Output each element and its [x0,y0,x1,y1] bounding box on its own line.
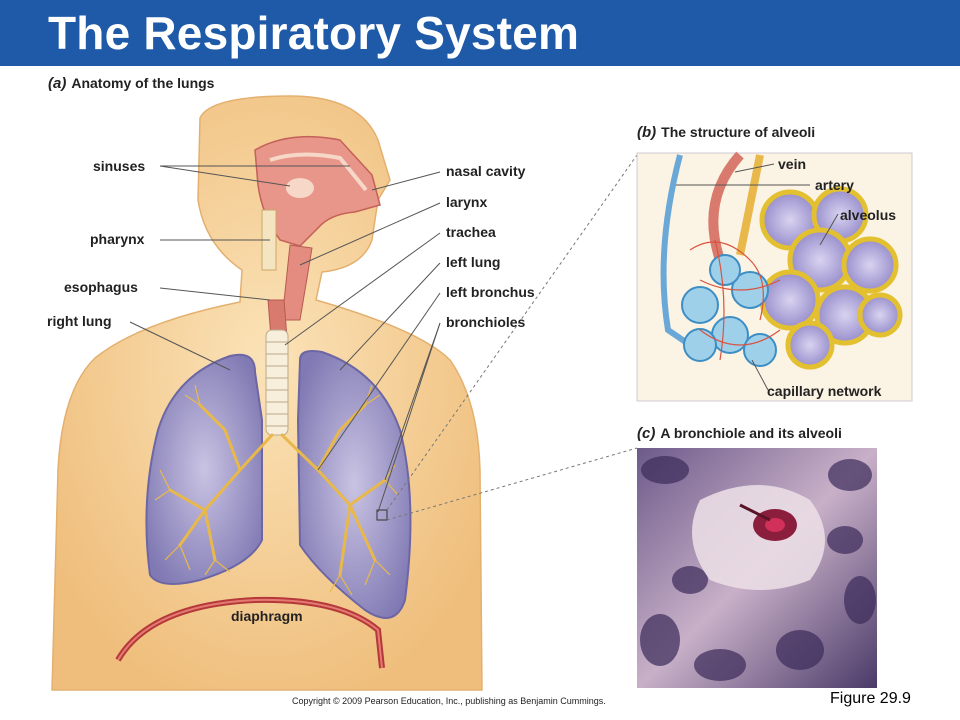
label-pharynx: pharynx [90,231,145,247]
zoom-lines [386,154,638,521]
alveoli-panel [636,151,913,402]
label-sinuses: sinuses [93,158,146,174]
label-larynx: larynx [446,194,488,210]
panel-c-letter: (c) [637,425,656,442]
lungs [145,329,412,619]
label-diaphragm: diaphragm [231,608,303,624]
copyright-notice: Copyright © 2009 Pearson Education, Inc.… [292,696,606,706]
panel-b-letter: (b) [637,124,657,141]
leader-lines-a [129,165,441,513]
label-trachea: trachea [446,224,496,240]
panel-c-label: (c)A bronchiole and its alveoli [637,425,842,442]
panel-a-caption: Anatomy of the lungs [71,75,215,91]
slide-title: The Respiratory System [48,7,580,59]
label-left-bronchus: left bronchus [446,284,535,300]
label-artery: artery [815,177,854,193]
label-vein: vein [778,156,807,172]
label-nasal-cavity: nasal cavity [446,163,526,179]
label-left-lung: left lung [446,254,501,270]
label-bronchioles: bronchioles [446,314,526,330]
panel-c-caption: A bronchiole and its alveoli [660,425,842,441]
title-bar [0,0,960,66]
label-alveolus: alveolus [840,207,897,223]
panel-b-label: (b)The structure of alveoli [637,124,815,141]
leader-lines-b [676,163,839,391]
label-esophagus: esophagus [64,279,138,295]
panel-a-label: (a)Anatomy of the lungs [48,75,214,92]
figure-number: Figure 29.9 [830,690,911,707]
panel-b-caption: The structure of alveoli [661,124,816,140]
panel-a-letter: (a) [48,75,67,92]
label-capillary-network: capillary network [767,383,882,399]
bronchiole-photo [637,448,877,688]
label-right-lung: right lung [47,313,112,329]
